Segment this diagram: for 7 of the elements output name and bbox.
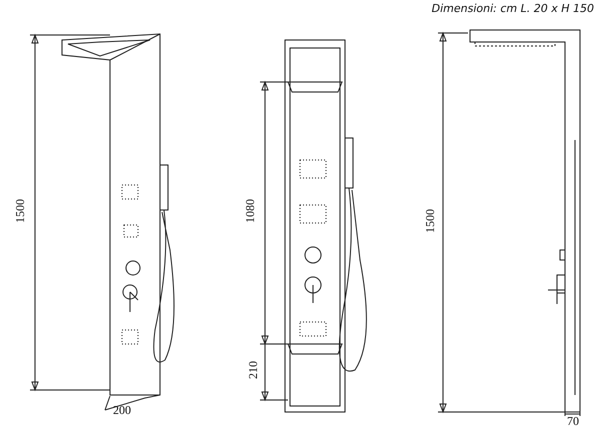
dimension-label: 210 <box>247 361 259 379</box>
dimension-label: 200 <box>113 404 131 416</box>
title: Dimensioni: cm L. 20 x H 150 <box>432 2 594 15</box>
dimension-label: 1500 <box>424 209 436 233</box>
dimension-label: 1080 <box>244 199 256 223</box>
dimension-label: 1500 <box>14 199 26 223</box>
dimension-label: 70 <box>567 415 579 427</box>
